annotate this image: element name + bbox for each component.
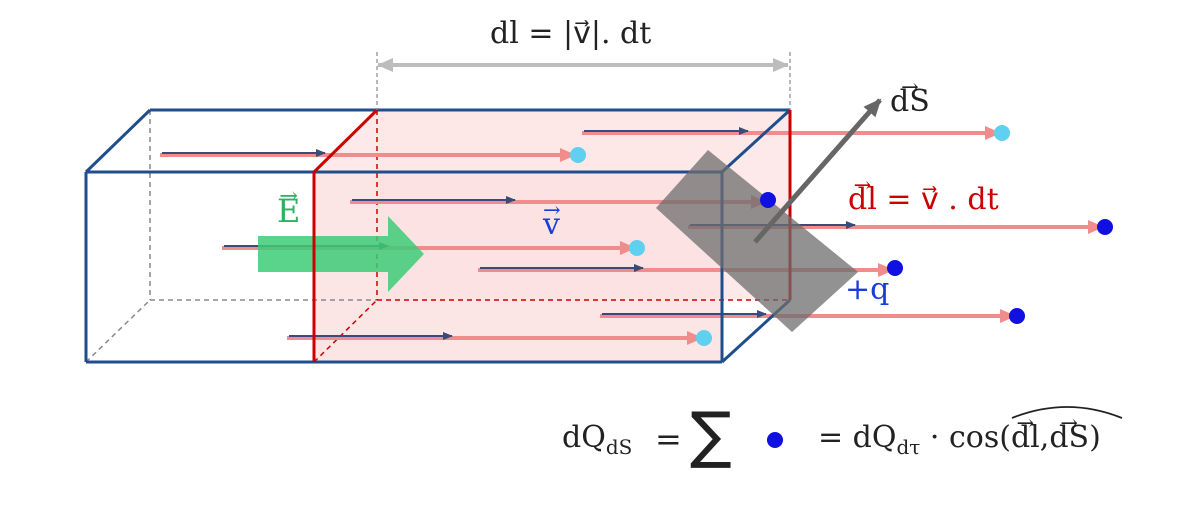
box-hidden-edge <box>85 299 151 363</box>
E-label: E <box>277 192 300 230</box>
formula-sum: ∑ <box>690 398 732 471</box>
formula-equals-1: = <box>655 420 682 458</box>
E-vector-symbol: E <box>277 192 300 230</box>
formula-equals-2: = dQ <box>818 420 897 455</box>
charge-dark <box>887 260 903 276</box>
dl-eq-rhs: = v⃗ . dt <box>876 182 999 217</box>
charge-dark <box>760 192 776 208</box>
formula-lhs: dQdS <box>562 420 632 459</box>
dl-equation-label: dl = v⃗ . dt <box>848 182 999 217</box>
formula-dS-vector: dS <box>1049 420 1089 455</box>
normal-vector-dS <box>753 98 882 244</box>
dS-vector-symbol: dS <box>890 84 930 119</box>
formula-dl-vector: dl <box>1011 420 1040 455</box>
charge-light <box>994 125 1010 141</box>
dl-vector-symbol: dl <box>848 182 877 217</box>
charge-light <box>629 240 645 256</box>
formula-rhs-sub: dτ <box>896 435 921 459</box>
v-vector-symbol: v <box>543 207 560 242</box>
charge-dark <box>1009 308 1025 324</box>
v-label: v <box>543 207 560 242</box>
charge-label: +q <box>845 272 890 307</box>
conductor-box <box>84 108 792 364</box>
charge-light <box>570 147 586 163</box>
charge-dark <box>1097 219 1113 235</box>
dl-top-label: dl = |v⃗|. dt <box>490 16 652 51</box>
volume-hidden-edge <box>313 299 378 363</box>
formula-close: ) <box>1089 420 1101 455</box>
formula-lhs-sub: dS <box>605 435 633 459</box>
formula-charge-dot <box>767 432 783 448</box>
formula-cos: · cos( <box>929 420 1011 455</box>
charge-light <box>696 330 712 346</box>
formula-lhs-main: dQ <box>562 420 606 455</box>
formula-rhs: = dQdτ · cos(dl,dS) <box>818 420 1101 459</box>
dS-label: dS <box>890 84 930 119</box>
field-arrow-E <box>258 216 424 292</box>
